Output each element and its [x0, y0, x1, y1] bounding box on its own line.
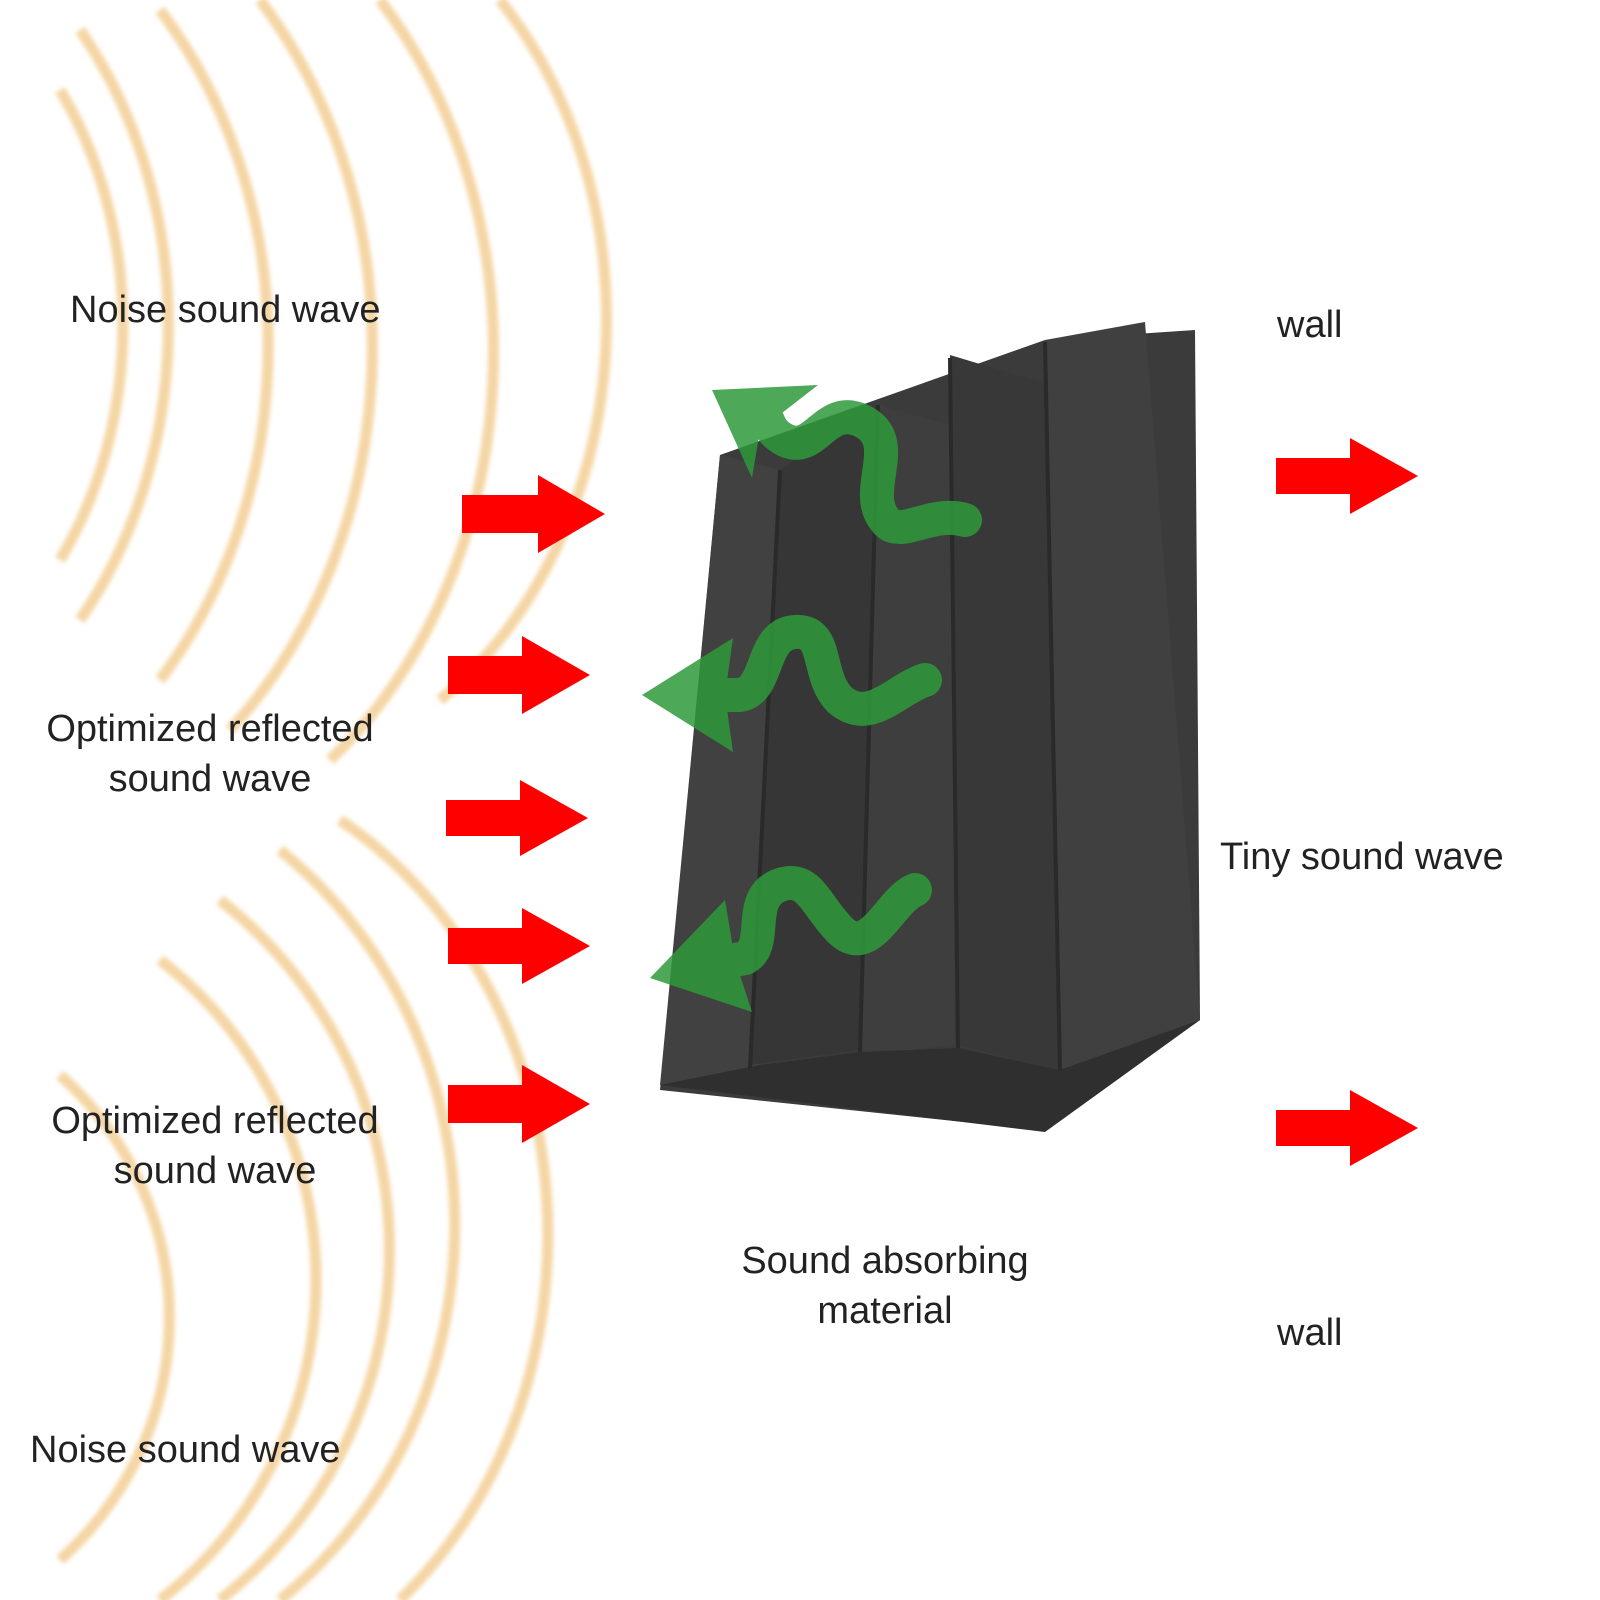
right-arrow-icon — [446, 780, 588, 856]
wavy-arrow-icon — [712, 385, 982, 544]
reflected-sound-wave-upper-line1: Optimized reflected — [46, 708, 374, 750]
reflected-sound-wave-lower-line1: Optimized reflected — [51, 1100, 379, 1142]
sound-absorbing-material-line2: material — [817, 1290, 953, 1332]
foam-groove-4 — [1043, 341, 1062, 1071]
noise-sound-wave-top-label: Noise sound wave — [70, 289, 381, 331]
right-arrow-icon — [448, 908, 590, 984]
wavy-arrow-icon — [650, 866, 932, 1012]
foam-bottom-face — [660, 1020, 1200, 1132]
incoming-arrows — [446, 475, 605, 1143]
reflected-sound-wave-upper-line2: sound wave — [108, 758, 312, 800]
right-arrow-icon — [448, 636, 590, 714]
reflected-sound-wave-lower-label: Optimized reflected sound wave — [15, 1096, 415, 1196]
foam-ridge-5 — [1045, 322, 1200, 1070]
right-arrow-icon — [1276, 438, 1418, 514]
sound-absorbing-material-label: Sound absorbing material — [705, 1236, 1065, 1336]
transmitted-arrows — [1276, 438, 1418, 1166]
tiny-sound-wave-label: Tiny sound wave — [1220, 836, 1504, 878]
sound-wave-rings-bottom — [56, 815, 554, 1600]
right-arrow-icon — [1276, 1090, 1418, 1166]
wavy-arrow-icon — [642, 615, 942, 752]
sound-wave-rings-top — [55, 0, 613, 764]
foam-ridge-4 — [950, 355, 1060, 1070]
right-arrow-icon — [448, 1065, 590, 1143]
sound-absorbing-material-line1: Sound absorbing — [741, 1240, 1029, 1282]
foam-groove-3 — [948, 357, 960, 1049]
noise-sound-wave-bottom-label: Noise sound wave — [30, 1429, 341, 1471]
reflected-sound-wave-lower-line2: sound wave — [113, 1150, 317, 1192]
right-arrow-icon — [462, 475, 605, 553]
reflected-sound-wave-upper-label: Optimized reflected sound wave — [10, 704, 410, 804]
wall-bottom-label: wall — [1277, 1312, 1343, 1354]
wall-top-label: wall — [1277, 304, 1343, 346]
reflected-arrows — [642, 385, 982, 1012]
